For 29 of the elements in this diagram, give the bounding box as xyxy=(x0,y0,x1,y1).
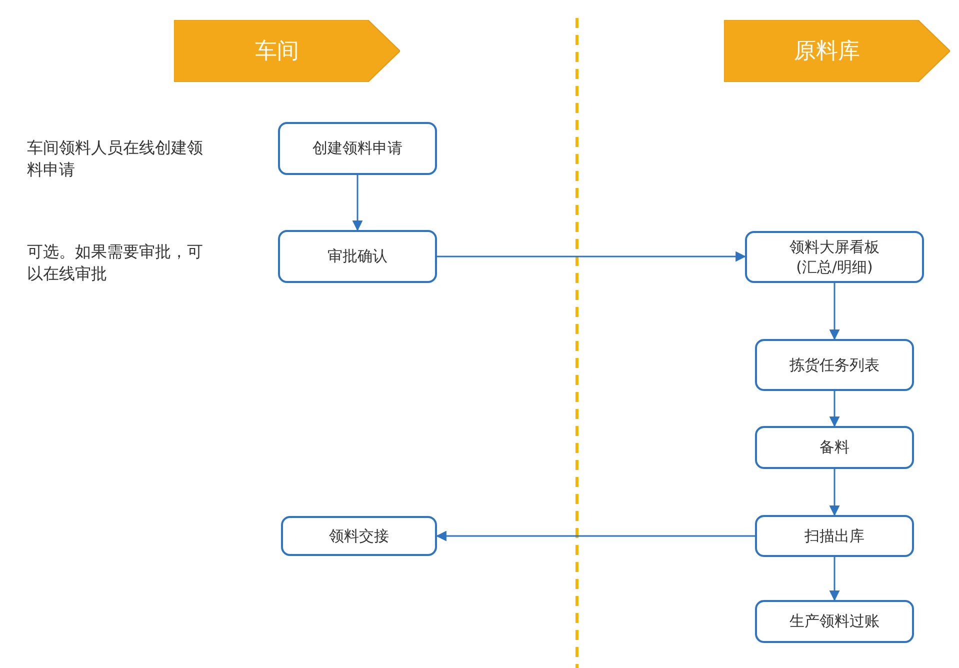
process-label: 扫描出库 xyxy=(804,526,866,546)
process-box xyxy=(278,122,437,175)
process-label: 领料大屏看板 (汇总/明细) xyxy=(788,236,880,278)
process-box xyxy=(278,230,437,283)
process-label: 生产领料过账 xyxy=(788,611,880,632)
lane-header-arrow xyxy=(724,20,950,82)
process-label: 创建领料申请 xyxy=(312,138,404,159)
arrow xyxy=(829,469,840,516)
process-label: 拣货任务列表 xyxy=(788,354,880,376)
annotation-text: 车间领料人员在线创建领料申请 xyxy=(27,137,204,180)
arrow xyxy=(352,175,363,232)
lane-header-arrow xyxy=(174,20,400,82)
process-label: 备料 xyxy=(818,437,850,458)
process-box xyxy=(755,339,914,391)
arrow xyxy=(437,251,746,262)
process-box xyxy=(755,426,914,469)
arrow xyxy=(829,283,840,340)
process-label: 领料交接 xyxy=(328,526,390,546)
process-label: 审批确认 xyxy=(326,246,388,267)
lane-title: 原料库 xyxy=(794,38,861,66)
arrow xyxy=(829,557,840,602)
arrow xyxy=(436,530,755,542)
arrow xyxy=(829,391,840,428)
process-box xyxy=(281,516,437,556)
process-box xyxy=(745,231,924,283)
annotation-text: 可选。如果需要审批，可以在线审批 xyxy=(27,241,204,284)
lane-title: 车间 xyxy=(255,38,300,66)
process-box xyxy=(755,600,914,643)
process-box xyxy=(755,515,914,557)
